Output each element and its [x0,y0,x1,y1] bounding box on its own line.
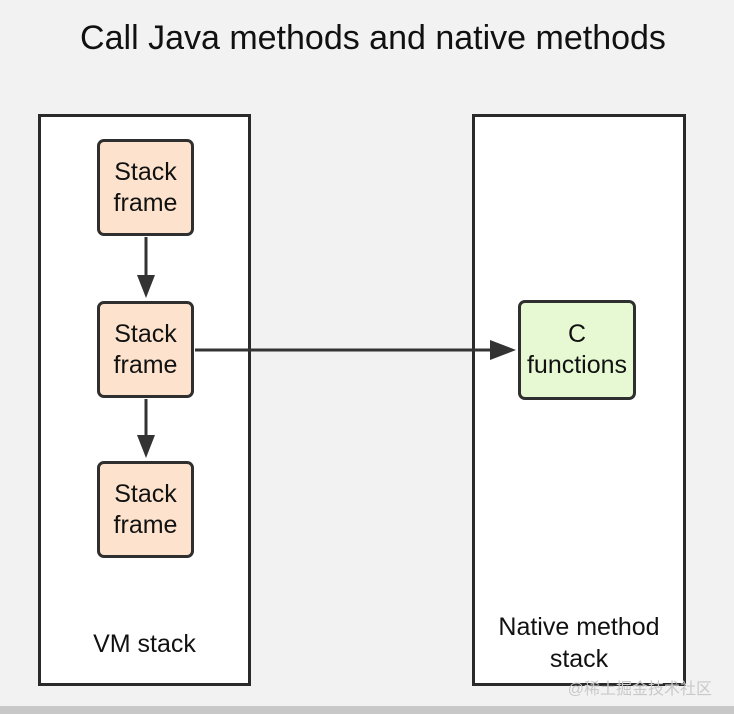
stack-frame-3: Stack frame [97,461,194,558]
stack-frame-2-line1: Stack [114,319,177,348]
c-functions-line1: C [567,320,587,348]
watermark: @稀土掘金技术社区 [567,681,712,698]
native-method-stack-label-line1: Native method [498,613,660,641]
c-functions-line2: functions [526,351,628,379]
stack-frame-1-line2: frame [113,188,178,217]
stack-frame-2-line2: frame [113,350,178,379]
page-title: Call Java methods and native methods [80,19,666,57]
c-functions-node: C functions [518,300,636,400]
native-method-stack-container [472,114,686,686]
stack-frame-1: Stack frame [97,139,194,236]
native-method-stack-label: Native method stack [472,611,686,675]
stack-frame-1-line1: Stack [114,157,177,186]
vm-stack-label: VM stack [93,630,196,658]
stack-frame-3-line2: frame [113,510,178,539]
bottom-border-bar [0,706,734,714]
stack-frame-2: Stack frame [97,301,194,398]
stack-frame-3-line1: Stack [114,479,177,508]
native-method-stack-label-line2: stack [549,645,609,673]
